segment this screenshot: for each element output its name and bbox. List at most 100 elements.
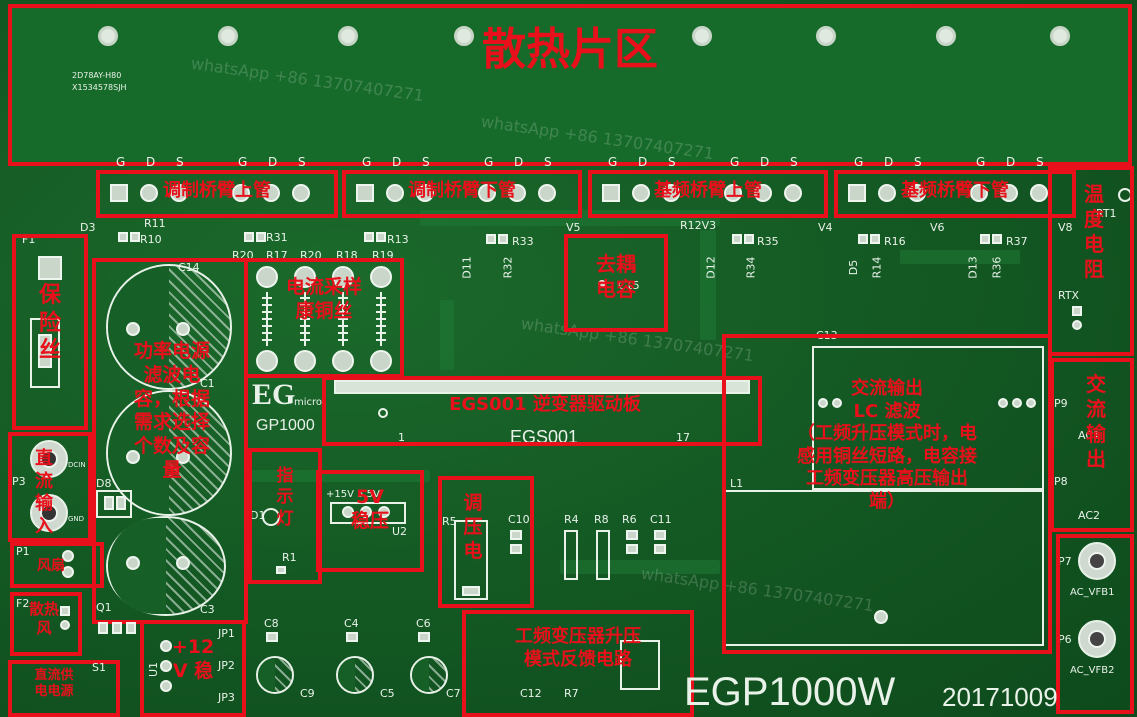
smd-pad (992, 234, 1002, 244)
cap-pad (126, 556, 140, 570)
regulator-pad (378, 506, 390, 518)
mosfet-pad (170, 184, 188, 202)
smd-pad (266, 632, 278, 642)
h1-up-label: 调制桥臂上管 (163, 180, 271, 201)
via (1026, 398, 1036, 408)
mosfet-pad (508, 184, 526, 202)
h1-up-zone (96, 170, 338, 218)
h2-down-label: 基频桥臂下管 (901, 180, 1009, 201)
silk-c10: C10 (508, 513, 530, 526)
egs001-pin-marker (378, 408, 388, 418)
heatsink-code-1: 2D78AY-H80 (72, 71, 122, 80)
silk-c15: C15 (618, 279, 640, 292)
q1-pad (126, 622, 136, 634)
smd-pad (244, 232, 254, 242)
mosfet-pad (632, 184, 650, 202)
silk-d12: D12 (704, 256, 718, 279)
smd-pad (418, 632, 430, 642)
silk-r14: R14 (870, 256, 884, 279)
silk-v8: V8 (1058, 221, 1073, 234)
silk-c7: C7 (446, 687, 461, 700)
silk-r34: R34 (744, 256, 758, 279)
pot-pad (462, 586, 480, 596)
egs001-pin-end: 17 (676, 431, 690, 444)
silk-r20b: R20 (300, 249, 322, 262)
fan-label: 风扇 (37, 558, 65, 574)
via (1012, 398, 1022, 408)
small-capacitor (336, 656, 374, 694)
silk-ac-vfb1: AC_VFB1 (1070, 587, 1115, 598)
indicator-zone (248, 448, 322, 584)
shunt-pad (294, 266, 316, 288)
r1-pad (276, 566, 286, 574)
mosfet-pin-label-s: S (668, 155, 676, 169)
temp-resistor-label: 温 度 电 阻 (1084, 182, 1104, 281)
mosfet-pad (416, 184, 434, 202)
silk-ac-vfb2: AC_VFB2 (1070, 665, 1115, 676)
mosfet-pad (1000, 184, 1018, 202)
mounting-hole (338, 26, 358, 46)
silk-u2: U2 (392, 525, 408, 538)
mosfet-pad (908, 184, 926, 202)
mounting-hole (816, 26, 836, 46)
heatsink-code-2: X1534578SJH (72, 83, 127, 92)
resistor-outline (564, 530, 578, 580)
shunt-pad (256, 350, 278, 372)
indicator-label: 指 示 灯 (276, 466, 294, 529)
decoupling-cap-zone (564, 234, 668, 332)
dc-power-label: 直流供 电电源 (34, 668, 74, 700)
cap-pad (176, 556, 190, 570)
silk-f2: F2 (16, 597, 30, 610)
copper-trace (700, 230, 716, 340)
q1-pad (112, 622, 122, 634)
silk-c1: C1 (200, 377, 215, 390)
smd-pad (346, 632, 358, 642)
dc-terminal (30, 494, 68, 532)
mosfet-pin-label-d: D (760, 155, 770, 169)
cooling-fan-label: 散热 风 (28, 600, 59, 637)
smd-pad (1072, 306, 1082, 316)
mosfet-pin-label-d: D (392, 155, 402, 169)
smd-pad (364, 232, 374, 242)
shunt-pad (256, 266, 278, 288)
cap-pad (126, 450, 140, 464)
reg-pad (160, 640, 172, 652)
mosfet-pin-label-g: G (362, 155, 372, 169)
reg-pad (160, 660, 172, 672)
mosfet-pin-label-g: G (116, 155, 126, 169)
silk-r19: R19 (372, 249, 394, 262)
mosfet-pad (140, 184, 158, 202)
mosfet-pad (386, 184, 404, 202)
reg5v-label: 5V 稳压 (350, 486, 389, 532)
egs001-pin-start: 1 (398, 431, 405, 444)
silk-l1: L1 (730, 477, 744, 490)
silk-p7: P7 (1058, 555, 1072, 568)
silk-r36: R36 (990, 256, 1004, 279)
silk-c8: C8 (264, 617, 279, 630)
silk-r33: R33 (512, 235, 534, 248)
transformer-outline (620, 640, 660, 690)
silk-r1: R1 (282, 551, 297, 564)
silk-gnd: GND (68, 515, 85, 523)
mosfet-pad (878, 184, 896, 202)
mosfet-pad (478, 184, 496, 202)
mosfet-pad (970, 184, 988, 202)
silk-jp3: JP3 (218, 691, 235, 704)
pot-zone (438, 476, 534, 608)
dc-terminal (30, 440, 68, 478)
ac-vfb-zone (1056, 534, 1134, 714)
shunt-pad (332, 350, 354, 372)
mosfet-pin-label-s: S (298, 155, 306, 169)
cap-pad (126, 322, 140, 336)
d8-pad (104, 496, 114, 510)
copper-trace (560, 560, 720, 574)
smd-pad (732, 234, 742, 244)
silk-ac2: AC2 (1078, 509, 1101, 522)
smd-pad (498, 234, 508, 244)
silk-c11: C11 (650, 513, 672, 526)
dc-power-zone (8, 660, 120, 717)
mosfet-pin-label-d: D (146, 155, 156, 169)
silk-c12: C12 (520, 687, 542, 700)
silk-dcin: DCIN (68, 461, 86, 469)
mounting-hole (218, 26, 238, 46)
